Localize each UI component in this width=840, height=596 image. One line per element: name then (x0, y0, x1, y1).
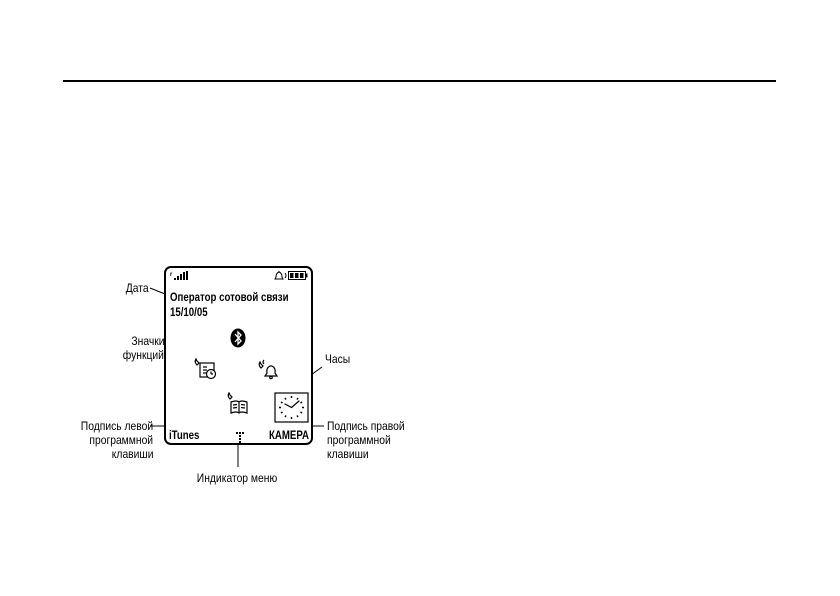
menu-indicator-icon (236, 432, 244, 443)
callout-left-soft-2: программной (89, 433, 153, 447)
callout-right-soft-1: Подпись правой (327, 419, 405, 433)
battery-icon (288, 271, 308, 280)
carrier-name: Оператор сотовой связи (170, 292, 289, 304)
svg-text:r: r (170, 272, 173, 278)
phone-screen: r Оператор сотовой связи 15/10/05 (164, 266, 313, 445)
callout-feature-icons-1: Значки (130, 334, 164, 348)
header-rule (63, 80, 776, 82)
callout-clock: Часы (325, 352, 351, 366)
ringer-icon (274, 271, 287, 280)
callout-right-soft-3: клавиши (327, 447, 369, 461)
callout-menu-indicator: Индикатор меню (196, 471, 278, 485)
clock-icon (274, 392, 309, 423)
bluetooth-icon[interactable] (230, 328, 246, 348)
phonebook-icon[interactable] (225, 390, 251, 416)
alarm-icon[interactable] (258, 358, 280, 380)
callout-left-soft-1: Подпись левой (80, 419, 153, 433)
callout-feature-icons-2: функций (122, 348, 164, 362)
signal-strength-icon: r (170, 271, 188, 280)
date-display: 15/10/05 (170, 307, 208, 319)
callout-right-soft-2: программной (327, 433, 391, 447)
left-soft-key-label[interactable]: iTunes (169, 430, 200, 442)
callout-left-soft-3: клавиши (111, 447, 153, 461)
callout-date: Дата (126, 281, 149, 295)
right-soft-key-label[interactable]: КАМЕРА (269, 430, 309, 442)
recent-calls-icon[interactable] (193, 356, 219, 380)
